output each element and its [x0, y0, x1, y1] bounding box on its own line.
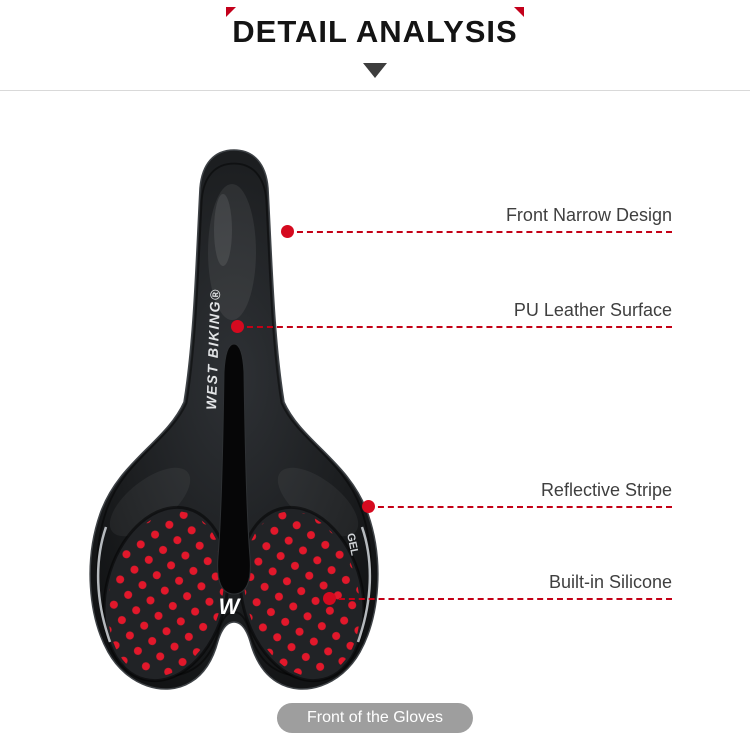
title-accent-left-icon: [226, 7, 237, 17]
wing-highlight-left: [109, 467, 191, 537]
nose-highlight-2: [214, 194, 232, 266]
reflective-stripe-left: [96, 526, 112, 643]
callout-dot: [362, 500, 375, 513]
center-cutout: [217, 343, 251, 595]
product-image-saddle: WEST BIKING® GEL W: [66, 142, 402, 706]
nose-highlight: [208, 184, 256, 320]
callout-reflective-stripe: Reflective Stripe: [362, 480, 672, 513]
header-divider: [0, 90, 750, 91]
callout-dot: [231, 320, 244, 333]
reflective-stripe-right: [356, 526, 372, 643]
header: DETAIL ANALYSIS: [0, 7, 750, 50]
callout-dot: [281, 225, 294, 238]
gel-text: GEL: [344, 532, 360, 557]
logo-mark: W: [219, 594, 242, 619]
page-title-text: DETAIL ANALYSIS: [232, 14, 518, 49]
callout-label: PU Leather Surface: [513, 300, 672, 320]
wing-highlight-right: [277, 467, 359, 537]
silicone-pad-left: [102, 505, 230, 683]
callout-label: Reflective Stripe: [540, 480, 672, 500]
caption-text: Front of the Gloves: [306, 709, 444, 726]
down-arrow-icon: [363, 63, 387, 78]
page-title: DETAIL ANALYSIS: [226, 7, 524, 50]
saddle-illustration: WEST BIKING® GEL W: [89, 149, 379, 690]
callout-label: Built-in Silicone: [548, 572, 672, 592]
title-accent-right-icon: [513, 7, 524, 17]
callout-pu-leather-surface: PU Leather Surface: [231, 300, 672, 333]
caption-pill: Front of the Gloves: [276, 703, 474, 733]
callout-dot: [323, 592, 336, 605]
brand-text: WEST BIKING®: [203, 288, 223, 410]
callout-built-in-silicone: Built-in Silicone: [323, 572, 672, 605]
callout-front-narrow-design: Front Narrow Design: [281, 205, 672, 238]
silicone-pad-right: [238, 505, 366, 683]
callout-label: Front Narrow Design: [505, 205, 672, 225]
